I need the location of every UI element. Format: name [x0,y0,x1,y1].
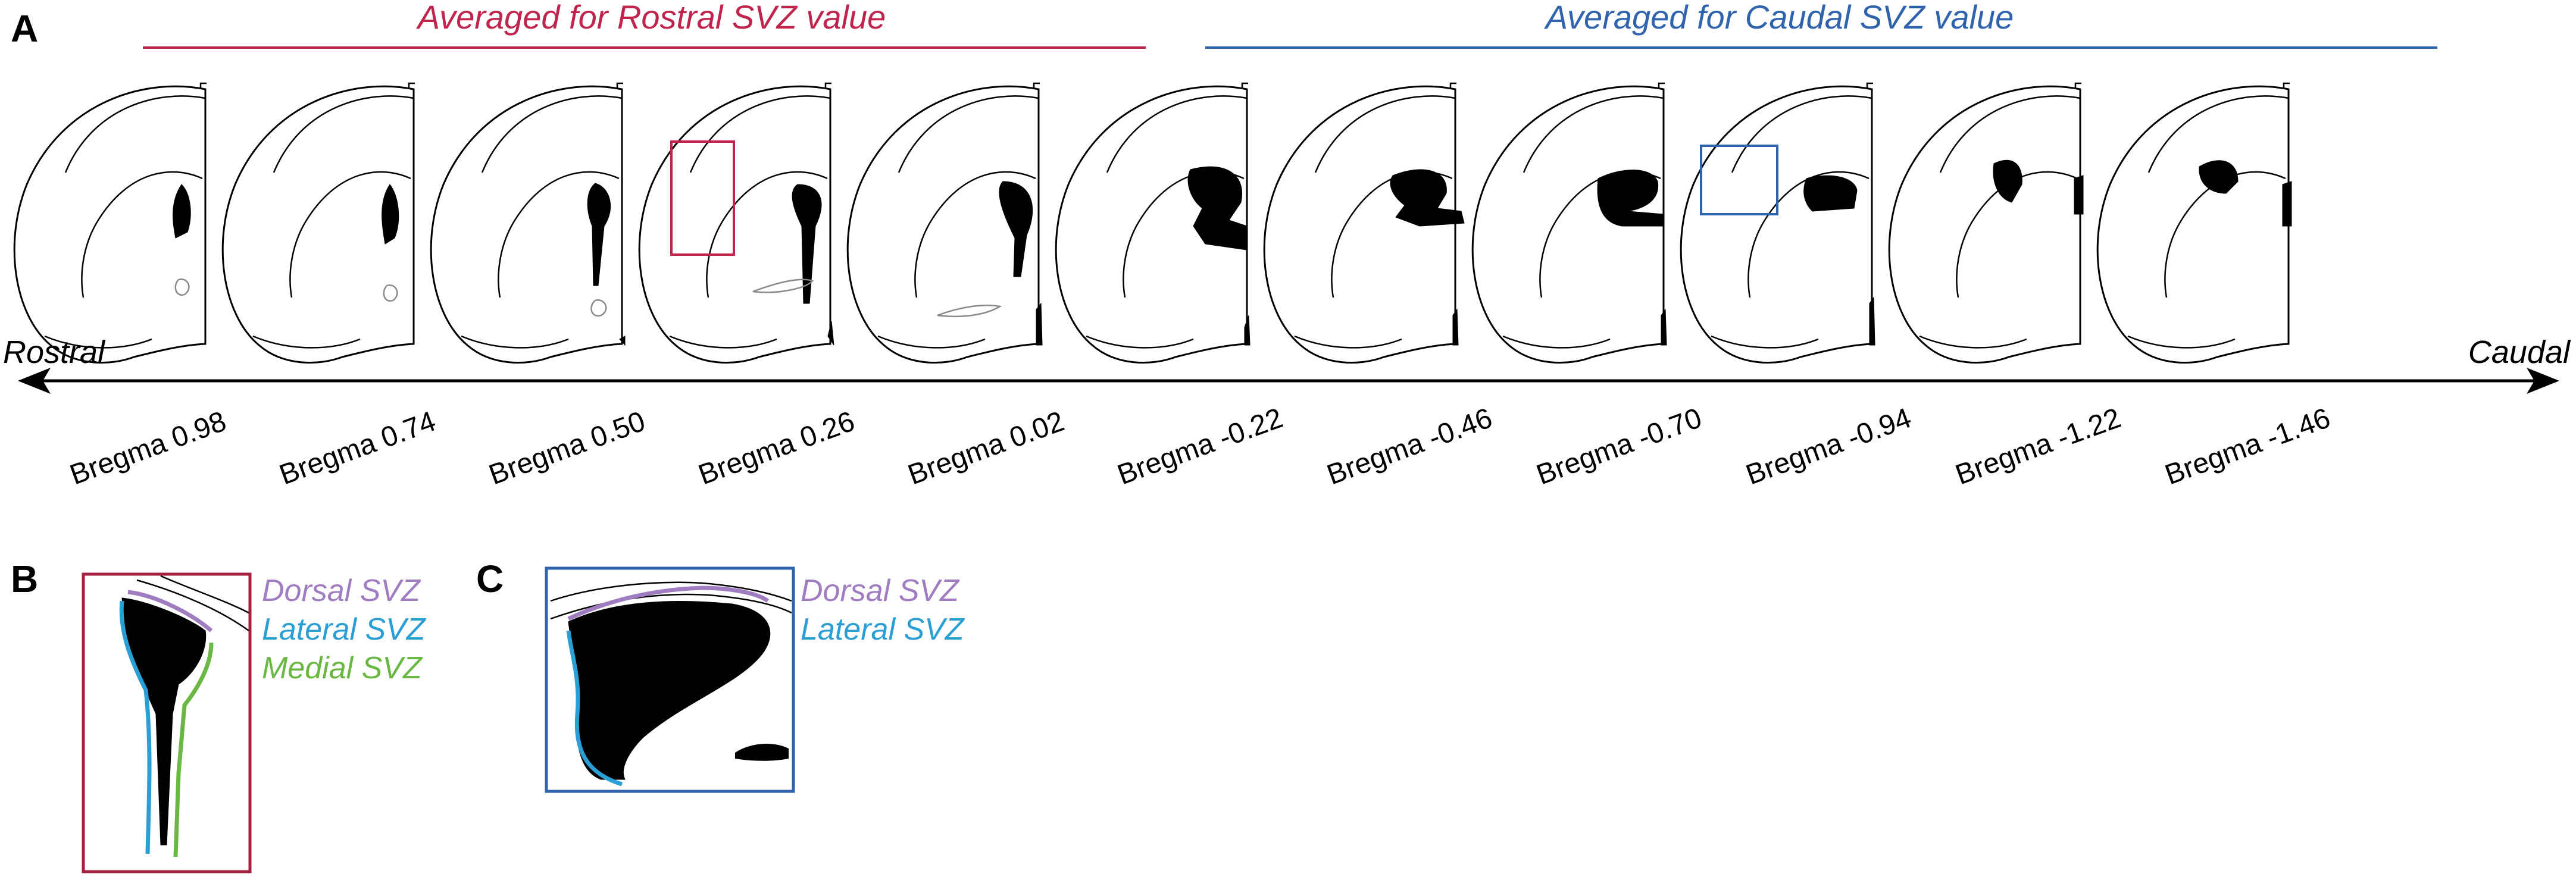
rostral-inset-box [670,140,735,256]
brain-section-row [13,82,2292,364]
bregma-labels: Bregma 0.98 Bregma 0.74 Bregma 0.50 Bregma … [66,402,2334,491]
lateral-ventricle [2199,160,2239,194]
brain-section-7 [1263,82,1465,364]
lateral-svz-line [119,600,152,854]
lateral-ventricle [1390,169,1465,227]
lateral-ventricle [382,184,399,245]
panel-letter-a: A [11,7,38,50]
panel-letter-b: B [11,558,38,600]
brain-section-6 [1055,82,1251,364]
bregma-label-4: Bregma 0.26 [695,406,859,491]
medial-svz-line [173,642,214,857]
lateral-svz-line [566,630,623,787]
brain-section-1 [13,82,208,364]
bregma-label-10: Bregma -1.22 [1952,402,2125,491]
brain-section-5 [846,82,1043,364]
bregma-label-1: Bregma 0.98 [66,406,230,491]
panel-c-inset [545,566,795,793]
lateral-ventricle [1993,159,2022,203]
lateral-ventricle [173,184,191,239]
rostral-end-label: Rostral [3,334,106,370]
rostral-group-label: Averaged for Rostral SVZ value [416,0,886,36]
panel-b-lateral-label: Lateral SVZ [262,612,427,647]
brain-section-4 [638,82,834,364]
brain-section-11 [2096,82,2292,364]
lateral-ventricle [1803,175,1858,212]
rostro-caudal-axis [18,368,2559,394]
bregma-label-2: Bregma 0.74 [276,406,440,491]
lateral-ventricle [587,183,611,286]
bregma-label-5: Bregma 0.02 [904,406,1068,491]
panel-b-medial-label: Medial SVZ [262,651,423,685]
panel-b-dorsal-label: Dorsal SVZ [262,574,421,608]
brain-section-3 [430,82,626,364]
panel-b-inset [82,572,252,873]
lateral-ventricle [792,184,822,304]
lateral-ventricle [1187,166,1248,250]
caudal-inset-box [1700,145,1778,215]
bregma-label-9: Bregma -0.94 [1742,402,1915,491]
bregma-label-6: Bregma -0.22 [1114,402,1287,491]
panel-c-dorsal-label: Dorsal SVZ [801,574,960,608]
caudal-group-label: Averaged for Caudal SVZ value [1544,0,2014,36]
lateral-ventricle [999,181,1033,277]
bregma-label-11: Bregma -1.46 [2161,402,2334,491]
bregma-label-7: Bregma -0.46 [1323,402,1496,491]
dorsal-svz-line [567,585,770,621]
lateral-ventricle [1597,170,1664,227]
caudal-end-label: Caudal [2468,334,2571,370]
brain-section-2 [221,82,416,364]
panel-c-lateral-label: Lateral SVZ [801,612,965,647]
panel-letter-c: C [476,558,504,600]
brain-section-9 [1680,82,1875,364]
brain-section-8 [1471,82,1667,364]
bregma-label-8: Bregma -0.70 [1533,402,1706,491]
brain-section-10 [1888,82,2084,364]
bregma-label-3: Bregma 0.50 [485,406,649,491]
dorsal-svz-line [127,590,213,632]
